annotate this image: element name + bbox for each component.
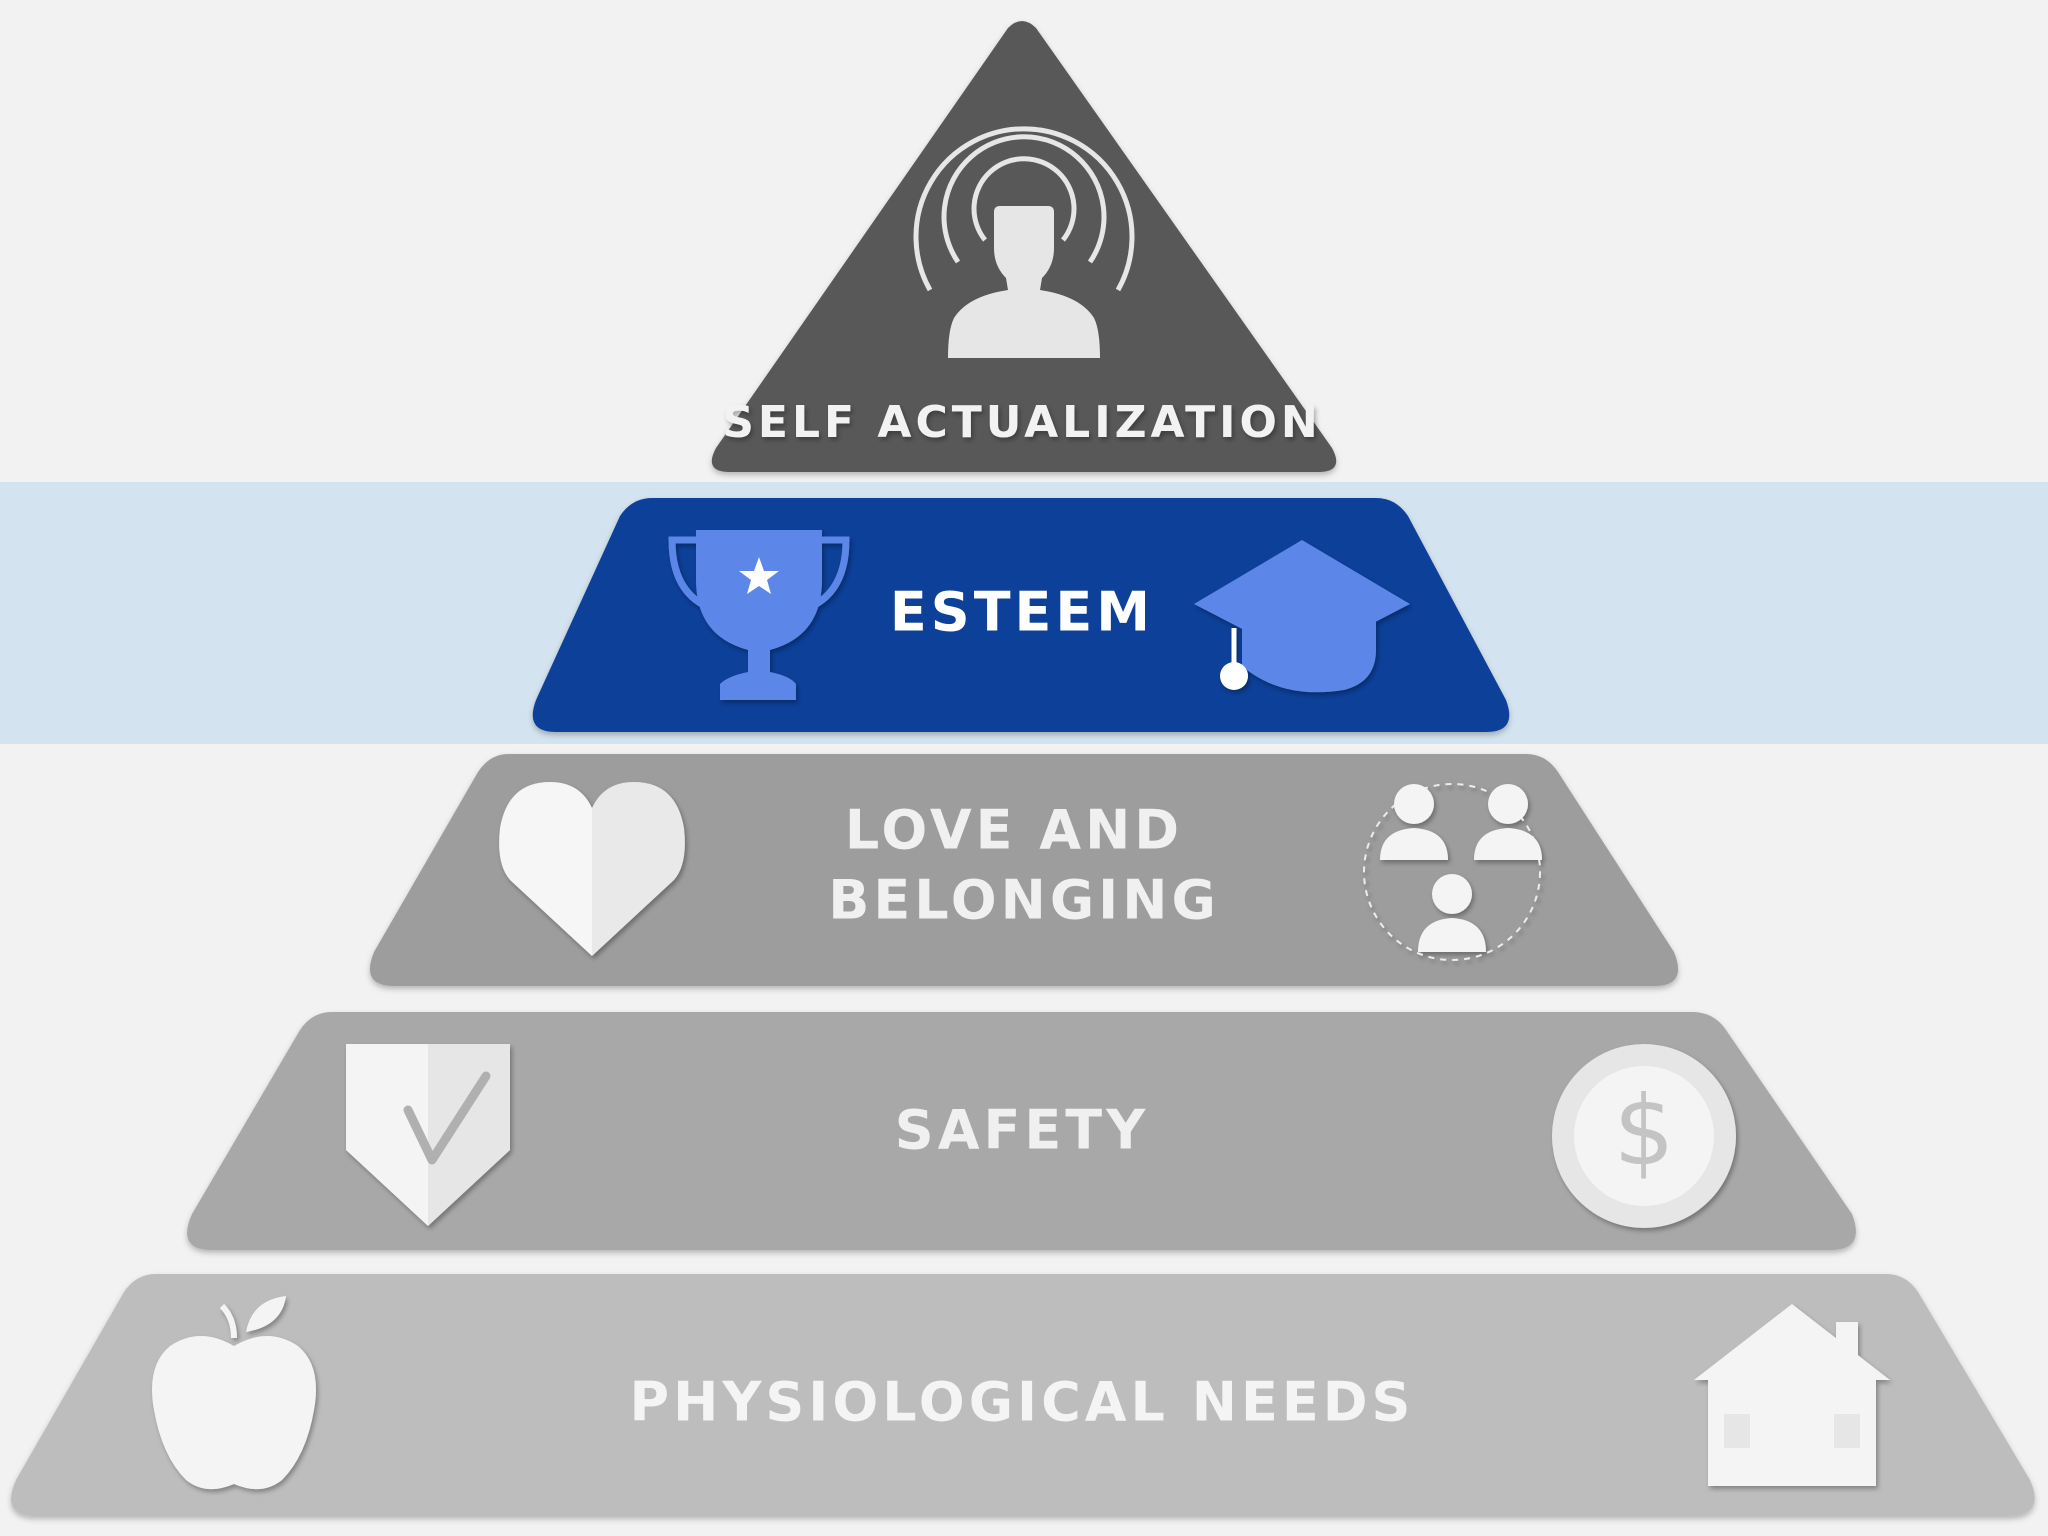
love-and-belonging-label-line2: BELONGING [828,869,1220,932]
level-esteem: ESTEEM [532,498,1510,732]
level-love-and-belonging: LOVE AND BELONGING [369,754,1679,986]
safety-label: SAFETY [895,1099,1149,1162]
esteem-label: ESTEEM [890,581,1154,644]
heart-icon [499,782,685,956]
house-icon [1694,1304,1890,1486]
love-and-belonging-shape [369,754,1679,986]
shield-check-icon [346,1044,510,1226]
love-and-belonging-label-line1: LOVE AND [845,799,1183,862]
person-radiating-icon [913,126,1135,358]
dollar-coin-icon: $ [1552,1044,1736,1228]
trophy-icon [668,530,850,700]
self-actualization-label: SELF ACTUALIZATION [722,397,1322,448]
apple-icon [152,1296,316,1490]
physiological-needs-shape [11,1274,2035,1516]
level-safety: $ SAFETY [187,1012,1856,1250]
level-self-actualization: SELF ACTUALIZATION [711,21,1337,472]
safety-shape [187,1012,1856,1250]
people-group-icon [1363,783,1542,961]
level-physiological-needs: PHYSIOLOGICAL NEEDS [11,1274,2035,1516]
graduation-cap-icon [1194,540,1410,693]
svg-text:$: $ [1613,1075,1674,1187]
physiological-needs-label: PHYSIOLOGICAL NEEDS [630,1371,1415,1434]
